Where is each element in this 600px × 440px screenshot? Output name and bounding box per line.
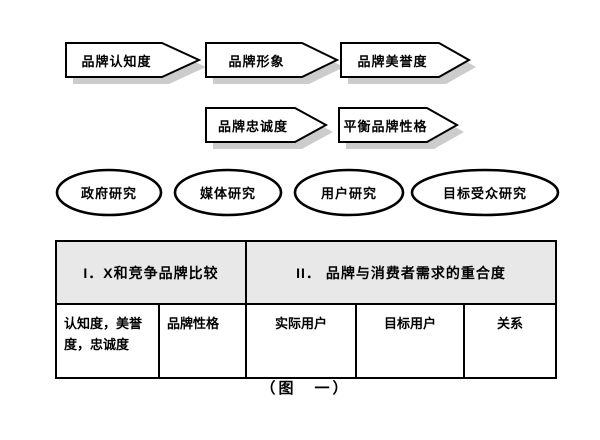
arrow-brand-awareness: 品牌认知度 xyxy=(65,42,209,87)
arrow-brand-awareness-label: 品牌认知度 xyxy=(81,53,152,69)
cell-relationship: 关系 xyxy=(463,303,557,379)
cell-brand-personality: 品牌性格 xyxy=(158,303,247,379)
arrow-balanced-brand-personality: 平衡品牌性格 xyxy=(338,107,467,152)
arrow-brand-image: 品牌形象 xyxy=(205,42,347,87)
cell-awareness-reputation-loyalty: 认知度，美誉度，忠诚度 xyxy=(55,303,160,379)
ellipse-user-research: 用户研究 xyxy=(293,168,405,217)
header-cell-comparison: I．X和竞争品牌比较 xyxy=(55,240,247,305)
arrow-brand-image-label: 品牌形象 xyxy=(228,53,285,69)
arrow-brand-reputation-label: 品牌美誉度 xyxy=(357,53,428,69)
arrow-brand-loyalty-label: 品牌忠诚度 xyxy=(217,118,288,134)
ellipse-target-audience-research: 目标受众研究 xyxy=(410,168,560,217)
arrow-balanced-brand-personality-label: 平衡品牌性格 xyxy=(343,118,428,134)
ellipse-target-audience-research-label: 目标受众研究 xyxy=(442,186,527,201)
table-body-row: 认知度，美誉度，忠诚度 品牌性格 实际用户 目标用户 关系 xyxy=(55,303,557,379)
arrow-brand-loyalty: 品牌忠诚度 xyxy=(205,107,336,152)
table-header-row: I．X和竞争品牌比较 II． 品牌与消费者需求的重合度 xyxy=(55,240,557,305)
comparison-table: I．X和竞争品牌比较 II． 品牌与消费者需求的重合度 认知度，美誉度，忠诚度 … xyxy=(55,240,557,379)
ellipse-user-research-label: 用户研究 xyxy=(320,186,377,201)
header-cell-overlap: II． 品牌与消费者需求的重合度 xyxy=(245,240,557,305)
ellipse-government-research-label: 政府研究 xyxy=(80,186,137,201)
ellipse-media-research-label: 媒体研究 xyxy=(199,186,256,201)
figure-caption: （图 一） xyxy=(260,380,351,397)
cell-target-users: 目标用户 xyxy=(355,303,465,379)
cell-actual-users: 实际用户 xyxy=(245,303,357,379)
ellipse-government-research: 政府研究 xyxy=(55,168,163,217)
arrow-brand-reputation: 品牌美誉度 xyxy=(340,42,479,87)
ellipse-media-research: 媒体研究 xyxy=(173,168,283,217)
